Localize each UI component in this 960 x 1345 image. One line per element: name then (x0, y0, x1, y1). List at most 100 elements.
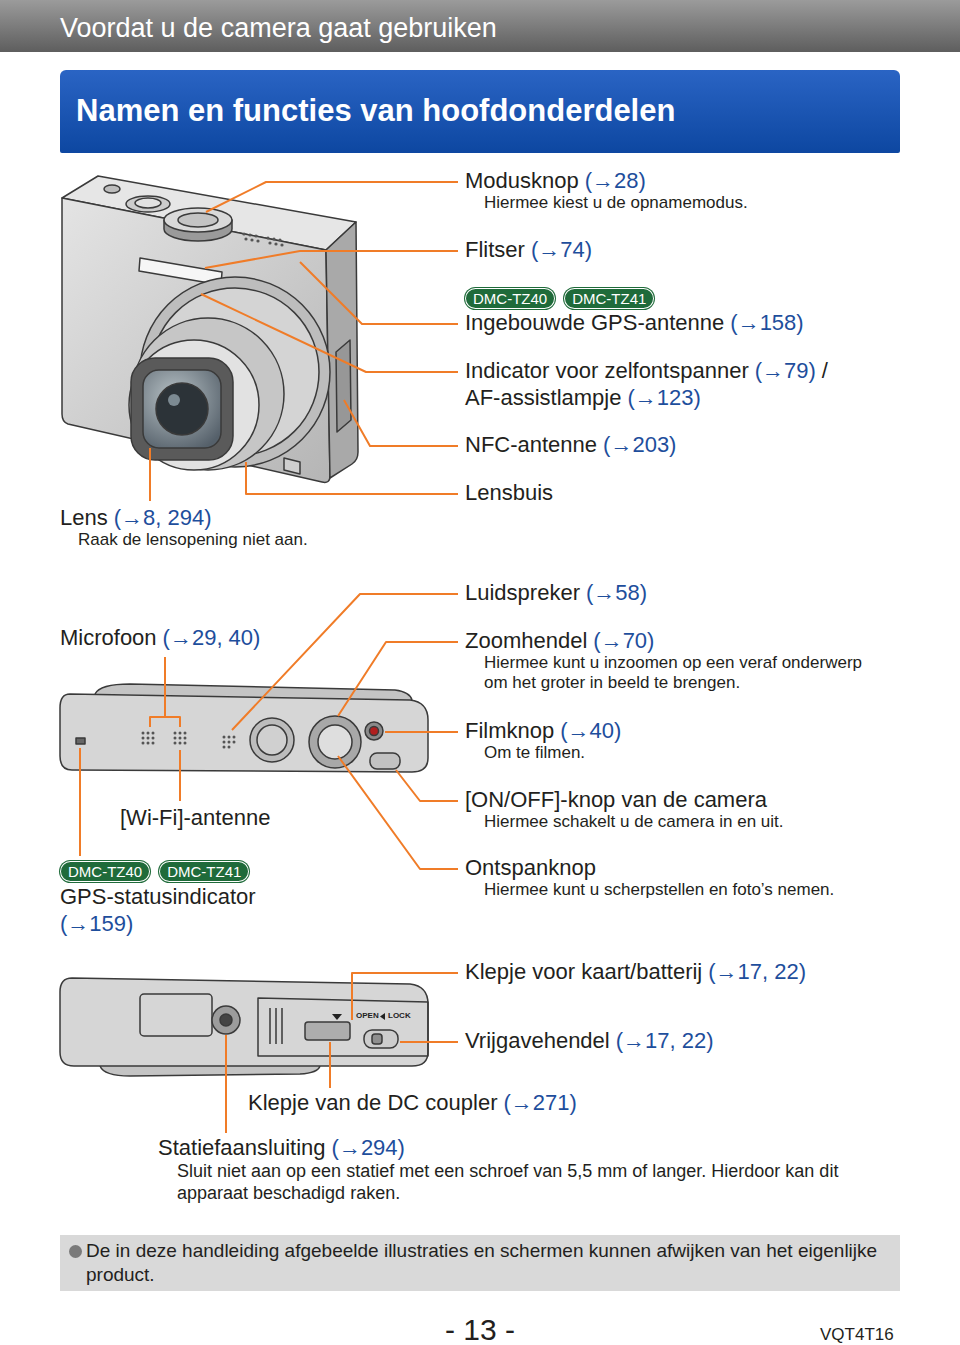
camera-front-view (326, 222, 358, 478)
description: Hiermee kunt u inzoomen op een veraf ond… (484, 653, 889, 694)
page-reference: (→28) (585, 168, 646, 194)
leader-line (246, 462, 458, 494)
note-band: De in deze handleiding afgebeelde illust… (60, 1235, 900, 1291)
camera-top-view (370, 727, 379, 736)
page-reference: (→123) (627, 385, 700, 411)
camera-bottom-view (212, 1006, 240, 1034)
lock-mark: OPEN (356, 1011, 379, 1021)
microphone-speaker-holes (147, 737, 150, 740)
speaker-holes (266, 236, 269, 239)
microphone-speaker-holes (184, 737, 187, 740)
leader-line (329, 1042, 331, 1088)
part-name: Statiefaansluiting (158, 1135, 326, 1161)
camera-top-view (250, 718, 294, 762)
part-name: Lensbuis (465, 480, 553, 506)
part-name: Luidspreker (465, 580, 580, 606)
speaker-holes (242, 232, 245, 235)
description: Om te filmen. (484, 743, 585, 763)
camera-front-view (126, 196, 170, 212)
camera-top-view (318, 725, 352, 759)
microphone-speaker-holes (228, 741, 231, 744)
leader-line (300, 262, 458, 324)
camera-front-view (62, 176, 358, 482)
microphone-speaker-holes (147, 732, 150, 735)
microphone-speaker-holes (228, 746, 231, 749)
microphone-speaker-holes (223, 741, 226, 744)
camera-top-view (370, 753, 400, 769)
camera-bottom-view (60, 978, 428, 1076)
microphone-speaker-holes (142, 732, 145, 735)
leader-line (206, 182, 458, 212)
camera-bottom-view (258, 998, 428, 1056)
microphone-speaker-holes (179, 732, 182, 735)
leader-line (232, 594, 458, 730)
camera-front-view (129, 340, 259, 470)
leader-line (150, 717, 180, 727)
page-reference: (→74) (531, 237, 592, 263)
part-name: Klepje voor kaart/batterij (465, 959, 702, 985)
leader-line (225, 1035, 227, 1133)
page-title: Namen en functies van hoofdonderdelen (60, 70, 900, 129)
leader-line (205, 251, 458, 268)
camera-front-view (104, 185, 120, 193)
page-reference: (→271) (503, 1090, 576, 1116)
microphone-speaker-holes (233, 741, 236, 744)
camera-front-view (131, 358, 233, 460)
microphone-speaker-holes (179, 742, 182, 745)
speaker-holes (256, 239, 259, 242)
model-badge: DMC-TZ41 (159, 861, 249, 882)
camera-front-view (336, 340, 351, 432)
part-name: NFC-antenne (465, 432, 597, 458)
part-name: Indicator voor zelfontspanner (465, 358, 749, 384)
camera-top-view (60, 684, 428, 772)
title-band: Namen en functies van hoofdonderdelen (60, 70, 900, 153)
speaker-holes (280, 243, 283, 246)
microphone-speaker-holes (152, 737, 155, 740)
camera-front-view (62, 198, 330, 482)
part-name: Klepje van de DC coupler (248, 1090, 497, 1116)
model-badge: DMC-TZ40 (465, 288, 555, 309)
microphone-speaker-holes (152, 732, 155, 735)
bullet-dot (69, 1245, 82, 1258)
part-name: / (822, 358, 828, 384)
camera-bottom-view (380, 1013, 385, 1020)
model-name: DMC-TZ40 (473, 289, 547, 308)
note-text: De in deze handleiding afgebeelde illust… (86, 1239, 890, 1287)
microphone-speaker-holes (174, 737, 177, 740)
leader-line (385, 731, 458, 733)
page-number: - 13 - (445, 1312, 515, 1345)
camera-bottom-view (332, 1014, 342, 1020)
page-reference: (→29, 40) (163, 625, 261, 651)
page-reference: (→70) (593, 628, 654, 654)
camera-top-view (60, 694, 428, 772)
camera-bottom-view (364, 1030, 398, 1048)
leader-line (352, 973, 458, 1020)
microphone-speaker-holes (223, 736, 226, 739)
model-badge: DMC-TZ40 (60, 861, 150, 882)
part-name: Flitser (465, 237, 525, 263)
leader-line (201, 294, 458, 372)
camera-front-view (135, 198, 161, 208)
camera-front-view (168, 394, 180, 406)
page-reference: (→40) (560, 718, 621, 744)
part-name: AF-assistlampje (465, 385, 621, 411)
lock-mark: LOCK (388, 1011, 411, 1021)
page-reference: (→158) (730, 310, 803, 336)
leader-line (400, 1041, 458, 1043)
speaker-holes (244, 237, 247, 240)
part-name: Ontspanknop (465, 855, 596, 881)
header-band: Voordat u de camera gaat gebruiken (0, 0, 960, 52)
microphone-speaker-holes (152, 742, 155, 745)
page-reference: (→159) (60, 911, 133, 937)
camera-front-view (143, 370, 221, 448)
microphone-speaker-holes (184, 732, 187, 735)
document-code: VQT4T16 (820, 1325, 894, 1345)
description: Hiermee kunt u scherpstellen en foto’s n… (484, 880, 834, 900)
page-reference: (→294) (332, 1135, 405, 1161)
page-reference: (→8, 294) (114, 505, 212, 531)
model-badge: DMC-TZ41 (564, 288, 654, 309)
speaker-holes (268, 241, 271, 244)
camera-bottom-view (372, 1034, 382, 1044)
